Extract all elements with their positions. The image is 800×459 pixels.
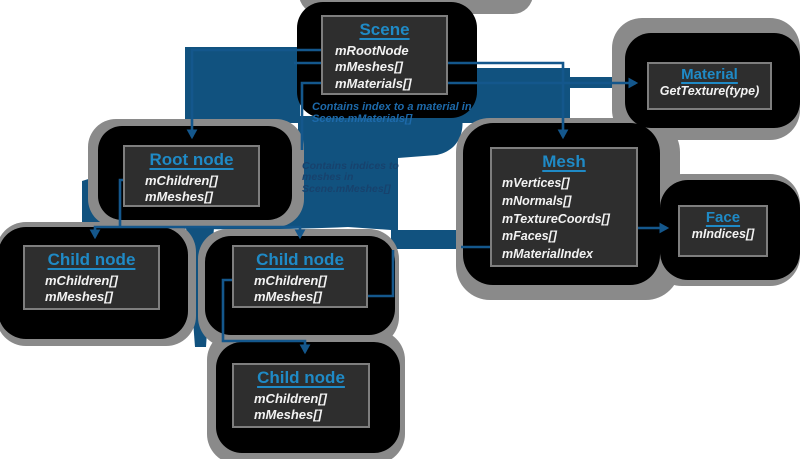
box-child-node-middle-member-meshes: mMeshes[] <box>254 289 322 305</box>
arrow-child-middle-to-child-bottom <box>221 278 311 355</box>
box-mesh-member-materialindex: mMaterialIndex <box>502 247 594 261</box>
box-scene-member-meshes: mMeshes[] <box>335 59 403 75</box>
box-mesh-member-vertices: mVertices[] <box>502 176 570 190</box>
box-material-title: Material <box>681 66 738 83</box>
box-root-node-member-children: mChildren[] <box>145 173 218 188</box>
box-scene: Scene mRootNode mMeshes[] mMaterials[] <box>321 15 448 95</box>
box-mesh-member-texturecoords: mTextureCoords[] <box>502 211 610 226</box>
box-material: Material GetTexture(type) <box>647 62 772 110</box>
box-child-node-left-member-children: mChildren[] <box>45 273 118 288</box>
box-root-node-member-meshes: mMeshes[] <box>145 189 213 205</box>
box-child-node-bottom-title: Child node <box>257 368 345 387</box>
box-mesh: Mesh mVertices[] mNormals[] mTextureCoor… <box>490 147 638 267</box>
box-child-node-left-member-meshes: mMeshes[] <box>45 289 113 305</box>
box-scene-member-rootnode: mRootNode <box>335 43 409 58</box>
box-child-node-middle: Child node mChildren[] mMeshes[] <box>232 245 368 308</box>
box-child-node-middle-member-children: mChildren[] <box>254 273 327 288</box>
box-face-member-indices: mIndices[] <box>691 227 755 241</box>
arrow-into-scene-materials <box>300 77 332 150</box>
box-face: Face mIndices[] <box>678 205 768 257</box>
box-child-node-bottom: Child node mChildren[] mMeshes[] <box>232 363 370 428</box>
box-root-node-title: Root node <box>149 150 234 169</box>
box-child-node-left: Child node mChildren[] mMeshes[] <box>23 245 160 310</box>
box-child-node-bottom-member-meshes: mMeshes[] <box>254 407 322 423</box>
box-child-node-middle-title: Child node <box>256 250 344 269</box>
arrow-root-to-child-left <box>89 225 120 240</box>
arrow-scene-rootnode-to-root <box>186 48 330 140</box>
box-root-node: Root node mChildren[] mMeshes[] <box>123 145 260 207</box>
box-scene-title: Scene <box>359 20 410 39</box>
box-mesh-member-normals: mNormals[] <box>502 193 572 208</box>
note-mesh-indices: Contains indices to meshes in Scene.mMes… <box>302 160 399 195</box>
box-child-node-left-title: Child node <box>47 250 136 269</box>
box-mesh-member-faces: mFaces[] <box>502 229 557 244</box>
box-material-member-gettexture: GetTexture(type) <box>659 84 760 98</box>
box-scene-member-materials: mMaterials[] <box>335 75 412 91</box>
box-face-title: Face <box>705 209 741 226</box>
arrow-scene-meshes-to-mesh <box>448 61 569 140</box>
box-mesh-title: Mesh <box>542 152 586 171</box>
box-child-node-bottom-member-children: mChildren[] <box>254 391 327 406</box>
note-material-index: Contains index to a material in Scene.mM… <box>312 101 472 126</box>
flow-shape-left-block <box>185 47 300 123</box>
arrow-root-to-child-middle <box>120 225 306 240</box>
